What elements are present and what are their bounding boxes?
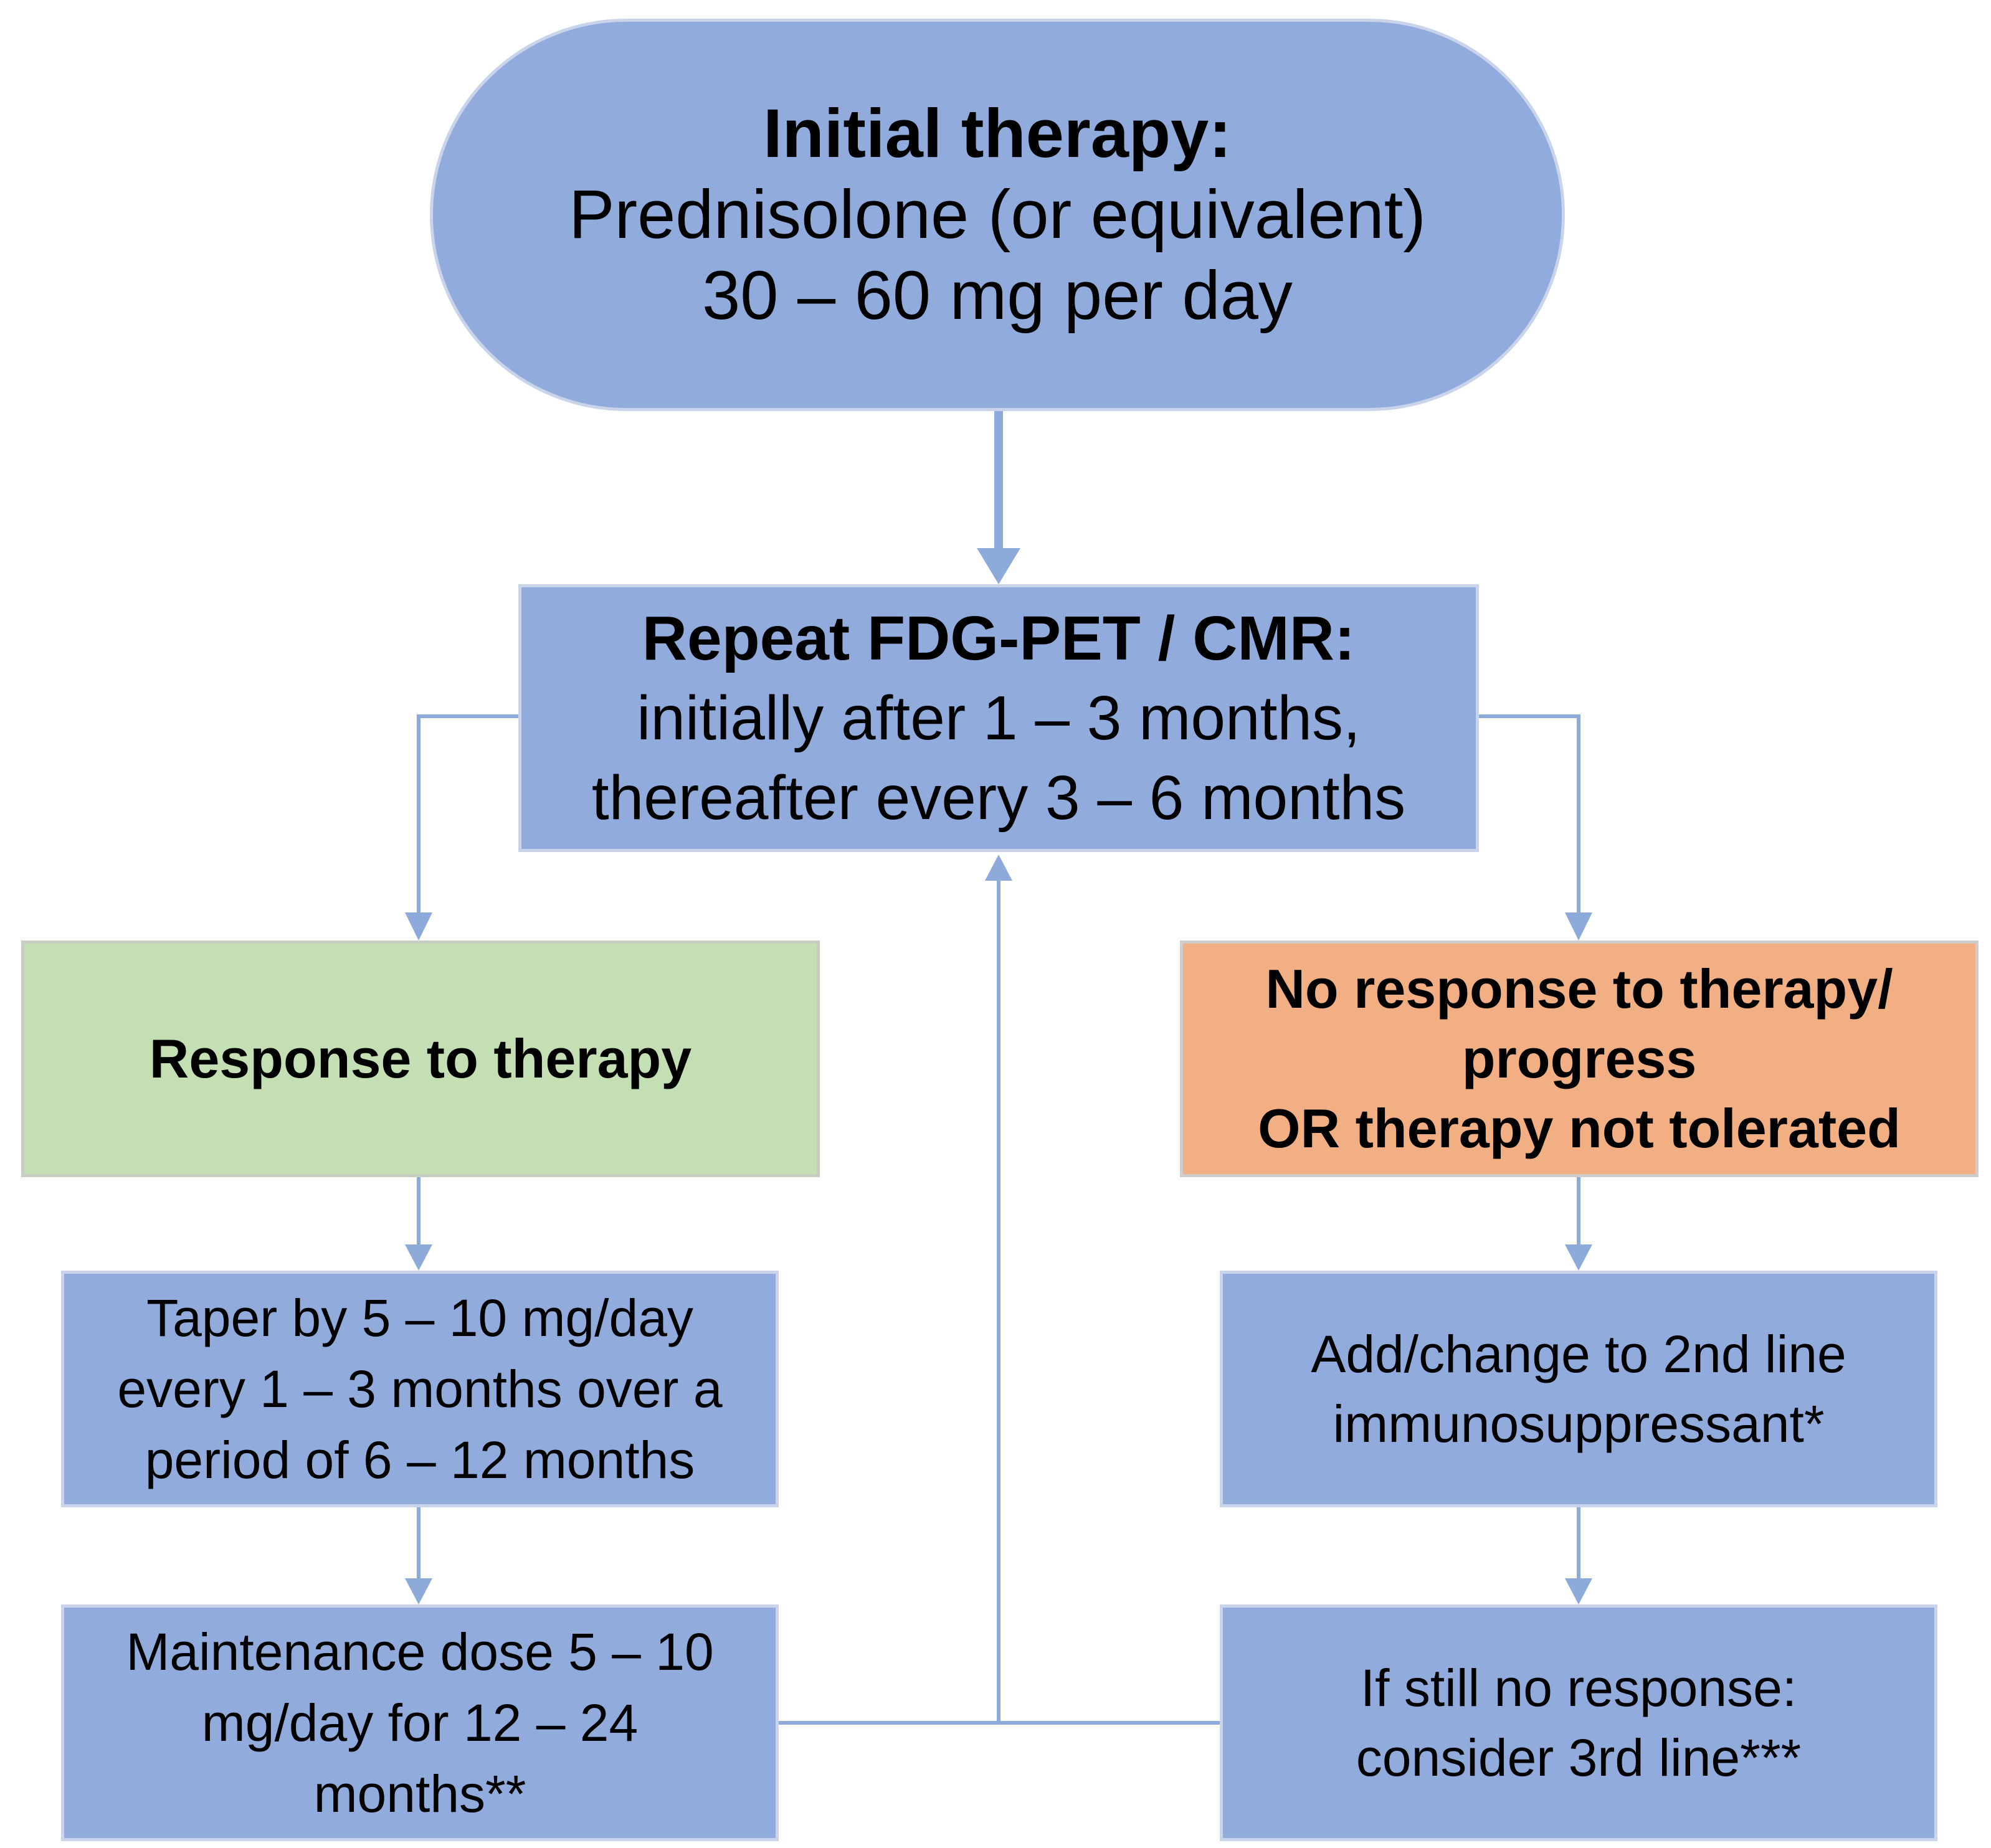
initial-therapy-node: Initial therapy: Prednisolone (or equiva… (430, 19, 1565, 411)
response-title: Response to therapy (149, 1028, 692, 1089)
repeat-imaging-thereafter: thereafter every 3 – 6 months (591, 763, 1406, 833)
no-response-line-2: progress (1461, 1028, 1697, 1089)
arrowhead-to-repeat (977, 548, 1020, 584)
arrowhead-to-second (1565, 1244, 1592, 1271)
response-node: Response to therapy (21, 941, 820, 1177)
taper-line-3: period of 6 – 12 months (145, 1431, 695, 1489)
maintenance-line-1: Maintenance dose 5 – 10 (126, 1623, 714, 1681)
arrowhead-to-taper (405, 1244, 432, 1271)
arrowhead-to-maintenance (405, 1578, 432, 1604)
arrowhead-to-noresponse (1565, 912, 1592, 941)
initial-therapy-drug: Prednisolone (or equivalent) (569, 176, 1426, 253)
arrowhead-to-third (1565, 1578, 1592, 1604)
arrowhead-loop-up (985, 855, 1012, 881)
taper-line-1: Taper by 5 – 10 mg/day (146, 1289, 693, 1347)
third-line-line-2: consider 3rd line*** (1356, 1728, 1802, 1787)
second-line-node: Add/change to 2nd line immunosuppressant… (1220, 1271, 1937, 1507)
repeat-imaging-node: Repeat FDG-PET / CMR: initially after 1 … (518, 584, 1479, 852)
taper-line-2: every 1 – 3 months over a (117, 1360, 723, 1418)
initial-therapy-dose: 30 – 60 mg per day (702, 257, 1293, 334)
maintenance-line-2: mg/day for 12 – 24 (201, 1694, 639, 1752)
no-response-line-3: OR therapy not tolerated (1258, 1097, 1901, 1159)
taper-node: Taper by 5 – 10 mg/day every 1 – 3 month… (61, 1271, 779, 1507)
third-line-line-1: If still no response: (1360, 1659, 1797, 1717)
no-response-node: No response to therapy/ progress OR ther… (1180, 941, 1979, 1177)
second-line-line-1: Add/change to 2nd line (1311, 1325, 1846, 1383)
maintenance-node: Maintenance dose 5 – 10 mg/day for 12 – … (61, 1604, 779, 1841)
repeat-imaging-title: Repeat FDG-PET / CMR: (642, 604, 1356, 673)
initial-therapy-title: Initial therapy: (763, 95, 1232, 172)
connector-repeat-to-response (417, 714, 518, 912)
second-line-line-2: immunosuppressant* (1333, 1395, 1825, 1453)
repeat-imaging-initial: initially after 1 – 3 months, (637, 683, 1361, 753)
arrowhead-to-response (405, 912, 432, 941)
no-response-line-1: No response to therapy/ (1265, 958, 1893, 1020)
third-line-node: If still no response: consider 3rd line*… (1220, 1604, 1937, 1841)
maintenance-line-3: months** (313, 1765, 526, 1823)
connector-repeat-to-noresponse (1479, 714, 1580, 912)
